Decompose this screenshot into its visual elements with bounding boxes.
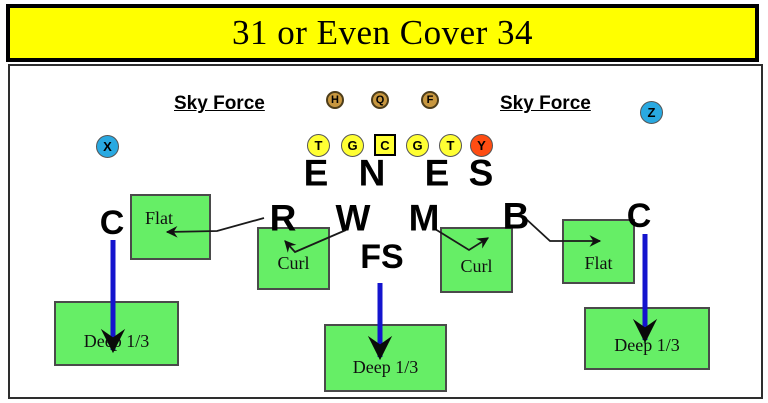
player-Y-label: Y [477,138,486,153]
player-F: F [421,91,439,109]
title-banner: 31 or Even Cover 34 [6,4,759,62]
zone-flat-right-label: Flat [584,253,613,273]
zone-deep-right-label: Deep 1/3 [614,335,680,355]
zone-deep-left-label: Deep 1/3 [83,331,150,351]
zone-deep-left: Deep 1/3 [54,301,179,366]
zone-flat-right: Flat [562,219,635,284]
defender-E-right: E [424,152,450,194]
defender-B: B [502,195,530,237]
player-RT-label: T [446,138,455,153]
player-F-label: F [426,94,434,106]
defender-R: R [269,197,297,239]
player-H: H [326,91,344,109]
page-title: 31 or Even Cover 34 [231,13,534,52]
player-RG-label: G [412,138,423,153]
defender-W: W [335,197,371,239]
defender-M: M [408,197,440,239]
player-LG-label: G [347,138,358,153]
player-X-label: X [103,139,112,154]
defender-FS: FS [360,238,404,276]
player-LG: G [341,134,364,157]
zone-deep-right: Deep 1/3 [584,307,710,370]
defender-S: S [468,152,494,194]
zone-curl-right-label: Curl [460,256,493,276]
player-LT-label: T [314,138,323,153]
zone-deep-middle: Deep 1/3 [324,324,447,392]
player-RG: G [406,134,429,157]
defender-C-left: C [99,204,125,242]
player-X: X [96,135,119,158]
player-Z: Z [640,101,663,124]
zone-curl-right: Curl [440,227,513,293]
zone-flat-left-label: Flat [145,208,174,228]
sky-force-label-left: Sky Force [174,93,265,114]
player-LT: T [307,134,330,157]
player-C: C [374,134,396,156]
player-RT: T [439,134,462,157]
field-area: Sky Force Sky Force H Q F X Z T G C G T … [8,64,763,399]
zone-flat-left: Flat [130,194,211,260]
zone-curl-left-label: Curl [277,253,310,273]
player-Y: Y [470,134,493,157]
player-Q: Q [371,91,389,109]
sky-force-label-right: Sky Force [500,93,591,114]
zone-deep-middle-label: Deep 1/3 [352,357,419,377]
defender-C-right: C [626,197,652,235]
player-Q-label: Q [375,94,385,106]
defender-E-left: E [303,152,329,194]
player-C-label: C [380,137,390,153]
player-Z-label: Z [647,105,656,120]
defender-N: N [358,152,386,194]
player-H-label: H [331,94,339,106]
